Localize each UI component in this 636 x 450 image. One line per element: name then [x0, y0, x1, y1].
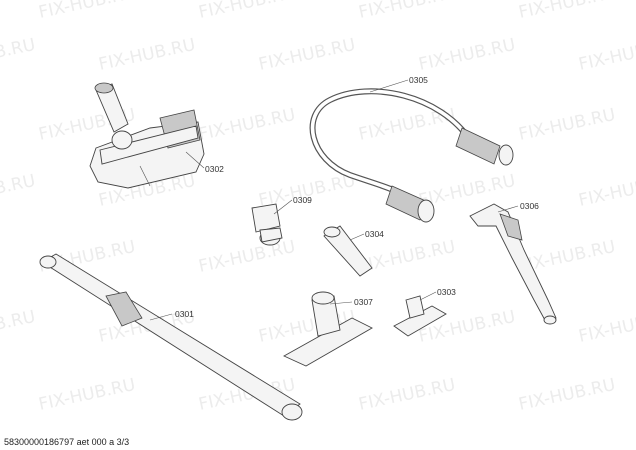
watermark-text: FIX-HUB.RU	[417, 35, 517, 75]
upholstery-nozzle-part	[283, 291, 373, 367]
part-label-0306: 0306	[520, 201, 539, 211]
watermark-text: FIX-HUB.RU	[517, 0, 617, 23]
watermark-text: FIX-HUB.RU	[577, 35, 636, 75]
watermark-text: FIX-HUB.RU	[257, 35, 357, 75]
watermark-text: FIX-HUB.RU	[357, 0, 457, 23]
part-label-0301: 0301	[175, 309, 194, 319]
watermark-text: FIX-HUB.RU	[37, 375, 137, 415]
brush-adapter-part	[251, 203, 283, 246]
watermark-text: FIX-HUB.RU	[357, 375, 457, 415]
watermark-text: FIX-HUB.RU	[577, 307, 636, 347]
watermark-text: FIX-HUB.RU	[97, 35, 197, 75]
floor-nozzle-part	[89, 82, 205, 189]
watermark-text: FIX-HUB.RU	[197, 237, 297, 277]
watermark-text: FIX-HUB.RU	[577, 171, 636, 211]
leader-lines	[149, 79, 519, 321]
handle-part	[469, 203, 557, 325]
part-label-0309: 0309	[293, 195, 312, 205]
watermark-text: FIX-HUB.RU	[0, 35, 37, 75]
watermark-text: FIX-HUB.RU	[0, 307, 37, 347]
watermark-text: FIX-HUB.RU	[517, 375, 617, 415]
part-labels: 0301 0302 0303 0304 0305 0306 0307 0309	[175, 75, 539, 319]
part-label-0307: 0307	[354, 297, 373, 307]
watermark-text: FIX-HUB.RU	[197, 105, 297, 145]
hose-part	[309, 88, 514, 223]
part-label-0303: 0303	[437, 287, 456, 297]
watermark-text: FIX-HUB.RU	[0, 171, 37, 211]
watermark-text: FIX-HUB.RU	[37, 0, 137, 23]
telescopic-tube-part	[39, 253, 303, 421]
watermark-text: FIX-HUB.RU	[197, 0, 297, 23]
watermark-text: FIX-HUB.RU	[357, 237, 457, 277]
watermark-text: FIX-HUB.RU	[517, 105, 617, 145]
part-label-0302: 0302	[205, 164, 224, 174]
part-label-0305: 0305	[409, 75, 428, 85]
small-brush-part	[393, 295, 447, 337]
crevice-tool-part	[323, 225, 373, 277]
part-label-0304: 0304	[365, 229, 384, 239]
document-footer-code: 58300000186797 aet 000 a 3/3	[4, 437, 130, 447]
